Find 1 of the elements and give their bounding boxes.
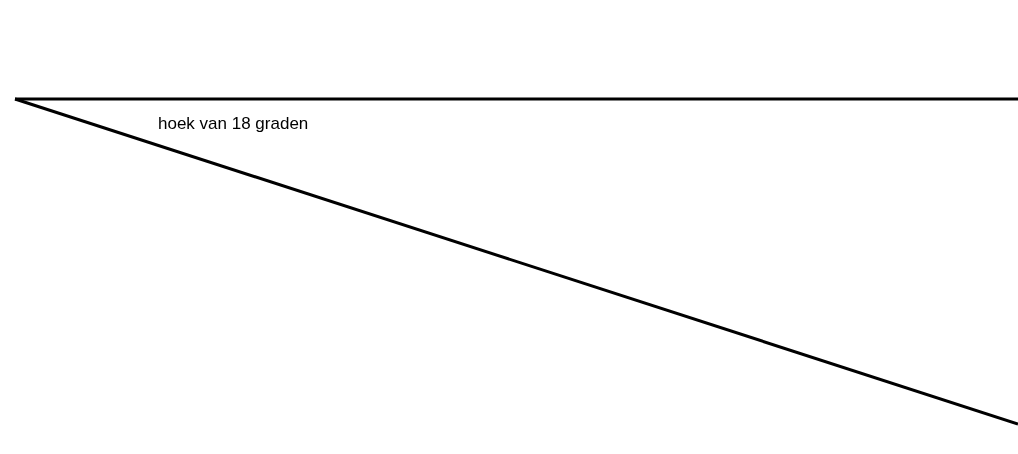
- angle-label: hoek van 18 graden: [158, 114, 309, 134]
